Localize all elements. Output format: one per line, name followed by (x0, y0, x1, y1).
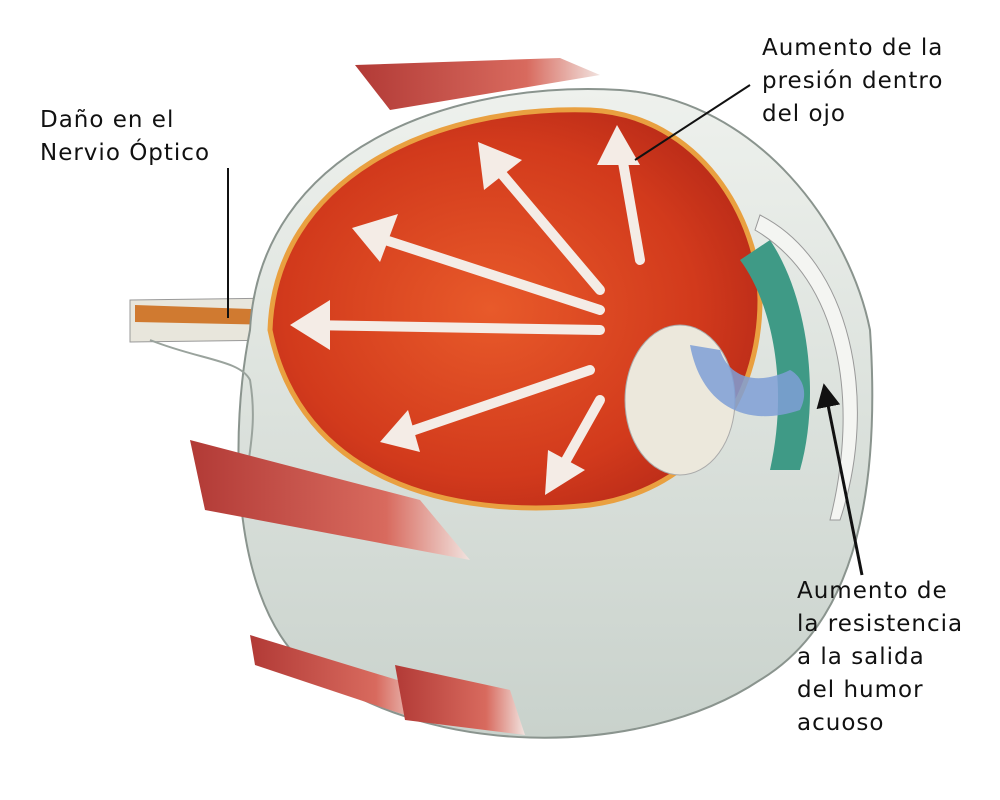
label-line: la resistencia (797, 611, 964, 637)
label-line: Aumento de la (762, 35, 944, 61)
pressure-arrows (290, 125, 645, 495)
pressure-arrow (290, 300, 605, 350)
muscle-bottom-1 (250, 635, 430, 720)
label-line: a la salida (797, 644, 925, 670)
label-line: acuoso (797, 710, 885, 736)
pressure-arrow (380, 365, 595, 452)
muscle-bottom-2 (395, 665, 525, 735)
label-line: Aumento de (797, 578, 948, 604)
iris (740, 240, 810, 470)
pressure-arrow (478, 142, 605, 295)
label-line: del humor (797, 677, 924, 703)
label-optic-nerve-damage: Daño en el Nervio Óptico (40, 104, 210, 170)
muscle-left (190, 440, 470, 560)
label-outflow-resistance: Aumento de la resistencia a la salida de… (797, 575, 963, 740)
cornea (754, 214, 858, 521)
pressure-leader (634, 84, 751, 161)
aqueous-outflow (690, 345, 805, 417)
muscle-top (355, 58, 600, 110)
label-line: presión dentro (762, 68, 944, 94)
label-increased-pressure: Aumento de la presión dentro del ojo (762, 32, 943, 131)
label-line: Daño en el (40, 107, 175, 133)
pressure-arrow (352, 214, 605, 315)
lens (624, 324, 736, 476)
label-line: Nervio Óptico (40, 140, 211, 166)
pressure-arrow (545, 395, 605, 495)
label-line: del ojo (762, 101, 846, 127)
resistance-leader (816, 383, 864, 576)
pressure-arrow (597, 125, 645, 265)
